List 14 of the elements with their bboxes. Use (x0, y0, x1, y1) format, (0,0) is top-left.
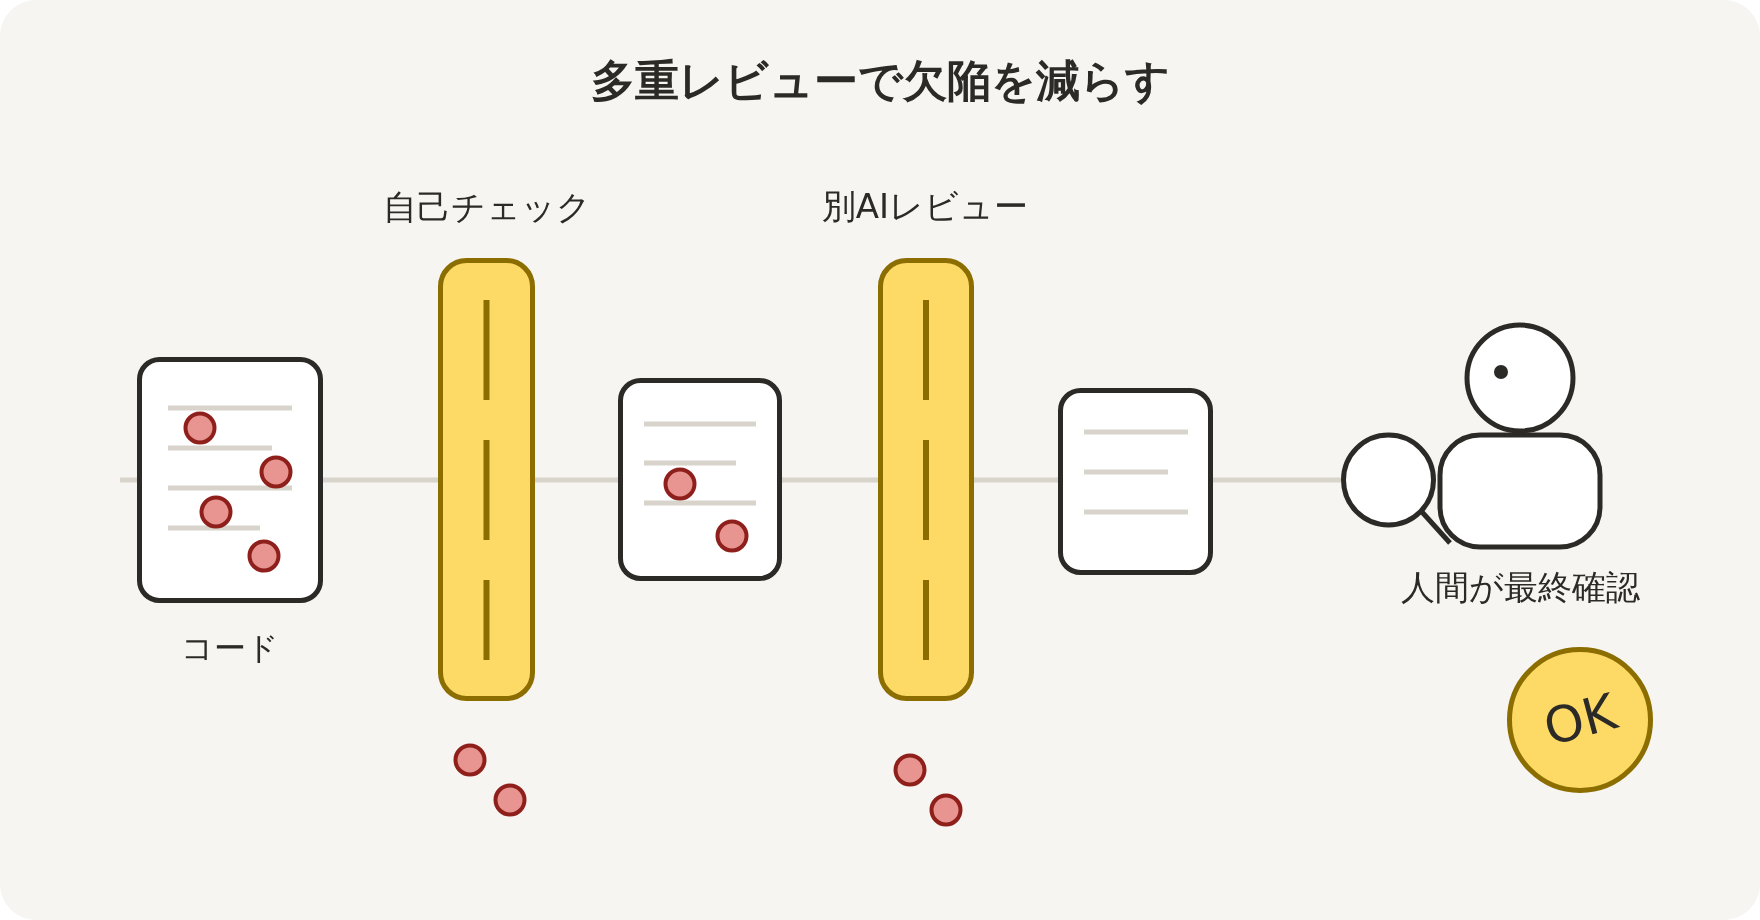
document-card (618, 378, 782, 581)
document-card (1058, 388, 1213, 575)
stage-label: 自己チェック (383, 186, 591, 228)
connector-line (1213, 477, 1341, 483)
stage-label: 人間が最終確認 (1400, 566, 1640, 608)
connector-line (535, 477, 618, 483)
stage-label: コード (181, 628, 279, 668)
approval-stamp: OK (1507, 647, 1653, 793)
stage-label: 別AIレビュー (821, 185, 1029, 227)
connector-line (323, 477, 438, 483)
connector-line (974, 477, 1058, 483)
title: 多重レビューで欠陥を減らす (590, 54, 1170, 108)
connector-line (782, 477, 878, 483)
connector-line (120, 477, 137, 483)
